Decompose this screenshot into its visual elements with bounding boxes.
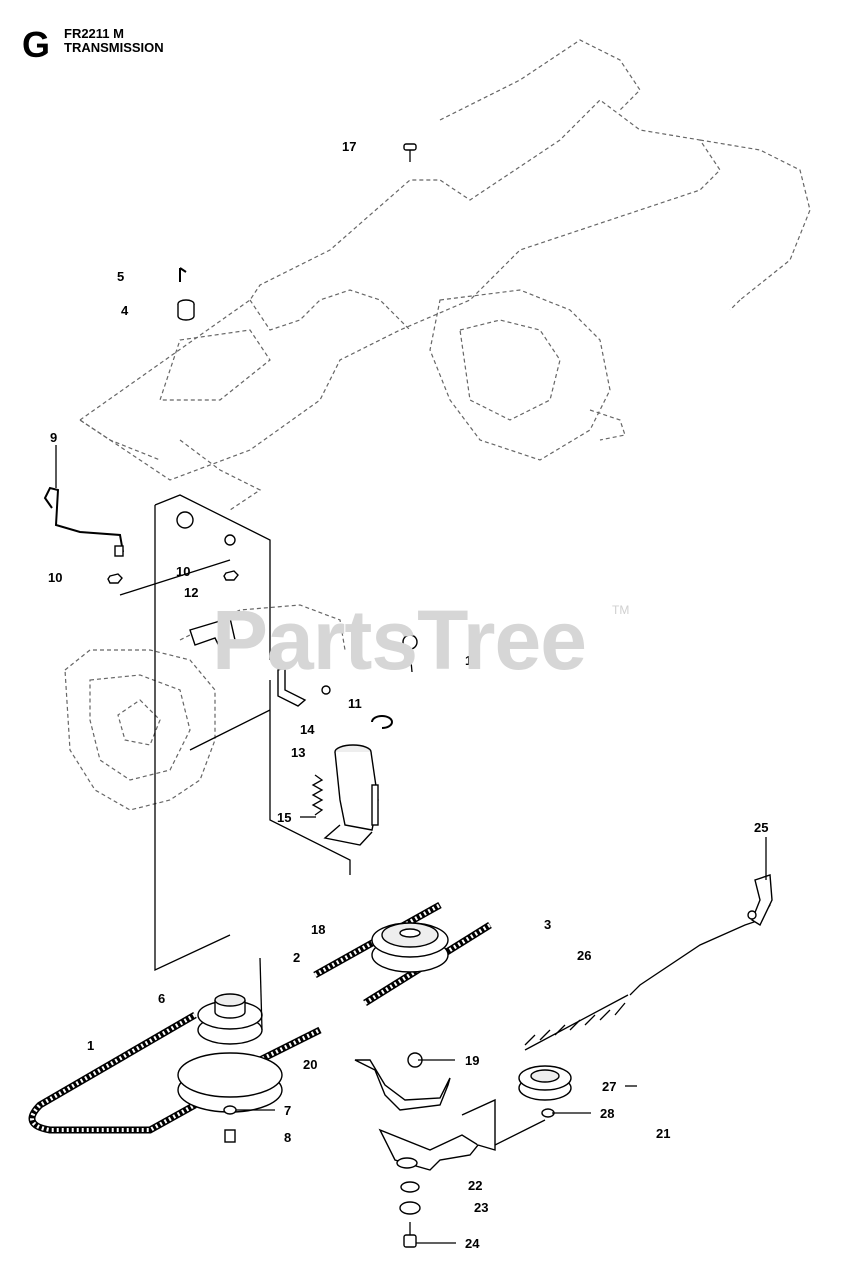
idler-pulley-18 xyxy=(371,922,449,973)
bolt-8 xyxy=(224,1129,236,1143)
header-model-code: FR2211 M xyxy=(64,26,124,41)
callout-17: 17 xyxy=(342,139,356,154)
snap-ring-11 xyxy=(371,715,393,729)
callout-13: 13 xyxy=(291,745,305,760)
callout-14: 14 xyxy=(300,722,315,737)
callout-7: 7 xyxy=(284,1103,291,1118)
cable-26 xyxy=(629,874,773,996)
header-section-letter: G xyxy=(22,24,51,65)
drive-pulley-6 xyxy=(177,957,283,1113)
callout-12: 12 xyxy=(184,585,198,600)
callout-19: 19 xyxy=(465,1053,479,1068)
callout-24: 24 xyxy=(465,1236,480,1251)
callout-10a: 10 xyxy=(48,570,62,585)
callout-labels: 17 5 4 9 10 10 12 16 11 14 13 15 25 18 3… xyxy=(48,139,768,1251)
clip-16 xyxy=(402,634,418,673)
nut-10a xyxy=(107,573,123,584)
callout-6: 6 xyxy=(158,991,165,1006)
callout-26: 26 xyxy=(577,948,591,963)
callout-21: 21 xyxy=(656,1126,670,1141)
callout-5: 5 xyxy=(117,269,124,284)
watermark-trademark: TM xyxy=(612,603,630,617)
watermark-text: PartsTree xyxy=(212,593,587,687)
callout-4: 4 xyxy=(121,303,129,318)
bushing-4 xyxy=(177,299,195,321)
callout-18: 18 xyxy=(311,922,325,937)
callout-15: 15 xyxy=(277,810,291,825)
callout-25: 25 xyxy=(754,820,768,835)
callout-20: 20 xyxy=(303,1057,317,1072)
nut-10b xyxy=(223,570,239,581)
callout-3: 3 xyxy=(544,917,551,932)
washer-7 xyxy=(223,1105,237,1115)
lever-19 xyxy=(354,1052,451,1111)
spring-long xyxy=(524,994,629,1051)
leader-lines xyxy=(55,445,767,1244)
spring-15 xyxy=(311,774,324,816)
callout-16: 16 xyxy=(465,653,479,668)
callout-27: 27 xyxy=(602,1079,616,1094)
callout-10b: 10 xyxy=(176,564,190,579)
idler-pulley-27 xyxy=(518,1065,572,1101)
callout-28: 28 xyxy=(600,1106,614,1121)
idler-arm-21 xyxy=(378,1098,546,1171)
transaxle-housing xyxy=(64,604,346,811)
callout-22: 22 xyxy=(468,1178,482,1193)
pin-5 xyxy=(179,267,187,282)
callout-9: 9 xyxy=(50,430,57,445)
mounting-plate xyxy=(119,494,351,972)
bracket-14 xyxy=(277,667,331,707)
bolt-24 xyxy=(403,1222,417,1248)
callout-2: 2 xyxy=(293,950,300,965)
callout-23: 23 xyxy=(474,1200,488,1215)
lever-9 xyxy=(43,486,124,557)
chassis-frame xyxy=(78,39,811,511)
callout-1: 1 xyxy=(87,1038,94,1053)
bolt-17 xyxy=(403,143,417,162)
spacer-23 xyxy=(399,1201,421,1215)
washer-22 xyxy=(400,1181,420,1193)
header-section-title: TRANSMISSION xyxy=(64,40,164,55)
callout-8: 8 xyxy=(284,1130,291,1145)
callout-11: 11 xyxy=(348,696,362,711)
bracket-12 xyxy=(189,617,236,649)
pivot-tube-13 xyxy=(323,744,379,846)
